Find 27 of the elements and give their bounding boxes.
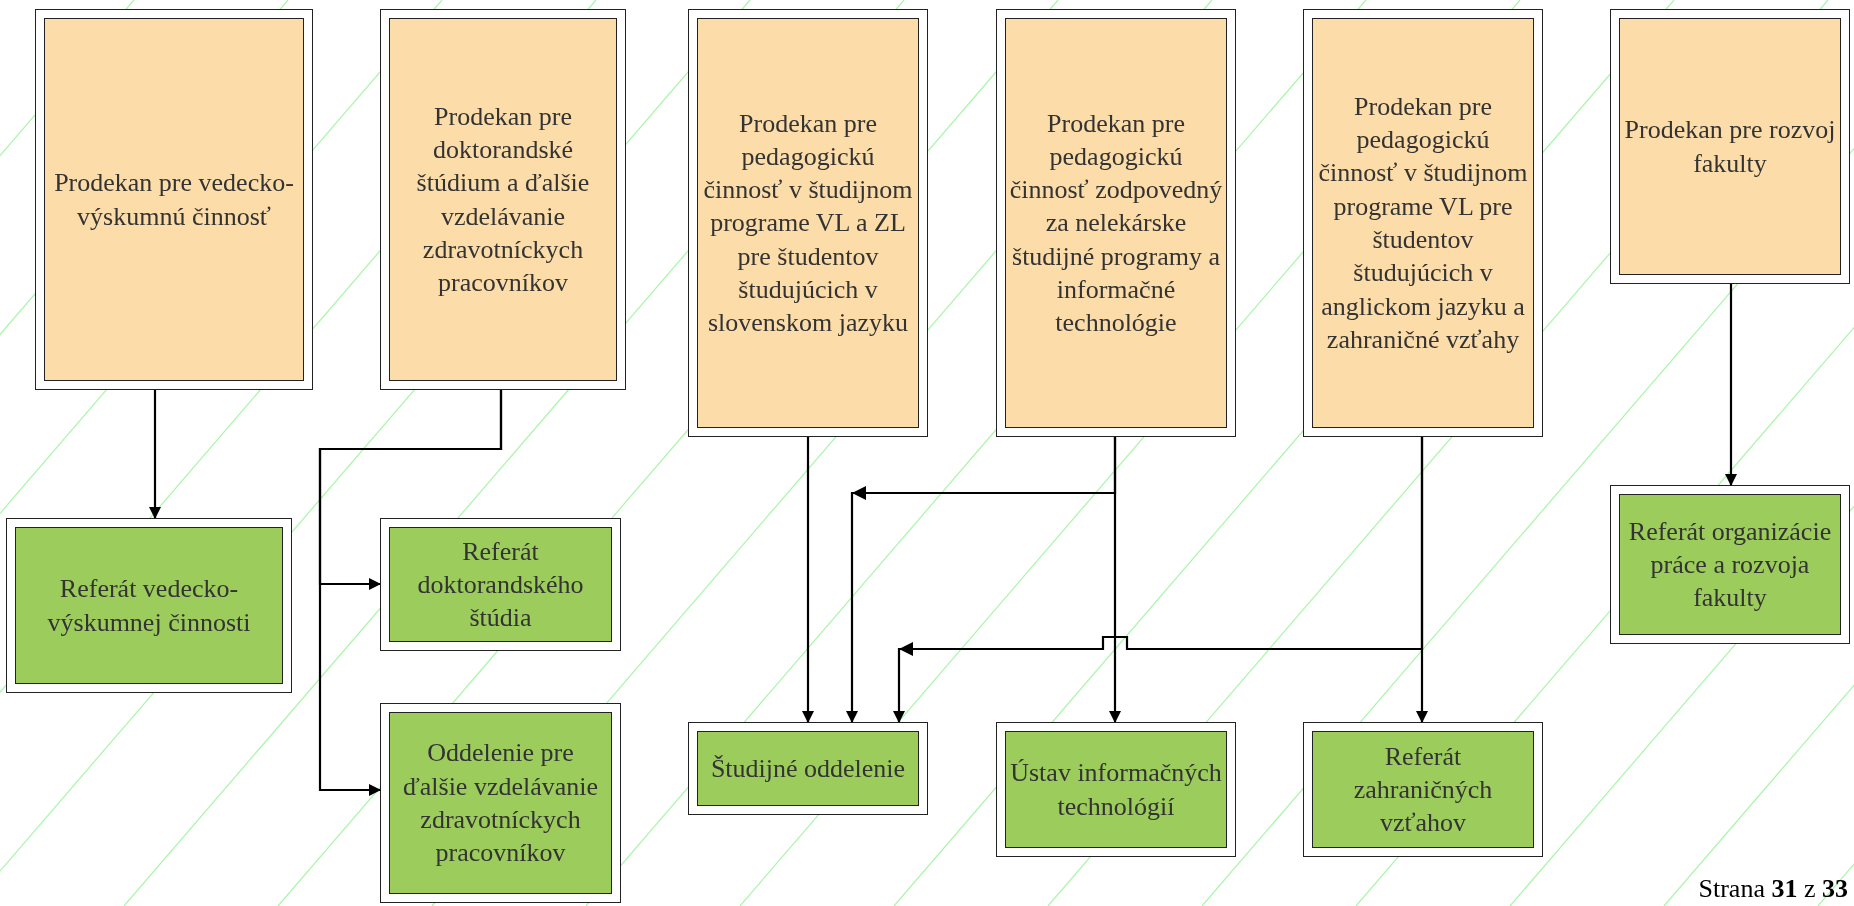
node-text: Prodekan pre pedagogickú činnosť v študijnom programe VL a ZL pre študentov študujúcich v slovenskom jazyku (702, 107, 914, 340)
node-text: Oddelenie pre ďalšie vzdelávanie zdravotníckych pracovníkov (401, 737, 600, 870)
box-frame (1303, 722, 1543, 857)
box-frame (996, 722, 1236, 857)
page-number: Strana 31 z 33 (1698, 874, 1848, 904)
node-text: Referát organizácie práce a rozvoja fakulty (1627, 515, 1833, 615)
node-text: Prodekan pre vedecko-výskumnú činnosť (53, 167, 295, 233)
node-text: Študijné oddelenie (709, 752, 907, 785)
node-text: Referát doktorandského štúdia (416, 535, 585, 635)
connector-arrow (1416, 437, 1428, 723)
node-text: Prodekan pre rozvoj fakulty (1623, 114, 1837, 180)
node-text: Prodekan pre doktorandské štúdium a ďalšie vzdelávanie zdravotníckych pracovníkov (415, 100, 591, 300)
box-frame (380, 703, 621, 903)
connector-arrow (149, 390, 161, 519)
connector-arrow (1725, 284, 1737, 486)
node-text: Referát vedecko-výskumnej činnosti (46, 573, 252, 639)
node-text: Referát zahraničných vzťahov (1352, 740, 1494, 840)
box-frame (380, 518, 621, 651)
node-text: Prodekan pre pedagogickú činnosť zodpovedný za nelekárske študijné programy a informačné technológie (1008, 107, 1224, 340)
connector-arrow (318, 390, 503, 796)
box-frame (6, 518, 292, 693)
connector-arrow (1109, 437, 1121, 723)
box-frame (688, 722, 928, 815)
node-text: Ústav informačných technológií (1009, 757, 1223, 823)
node-text: Prodekan pre pedagogickú činnosť v študijnom programe VL pre študentov študujúcich v anglickom jazyku a zahraničné vzťahy (1317, 90, 1529, 356)
box-frame (1610, 485, 1850, 644)
connector-arrow (802, 437, 814, 723)
